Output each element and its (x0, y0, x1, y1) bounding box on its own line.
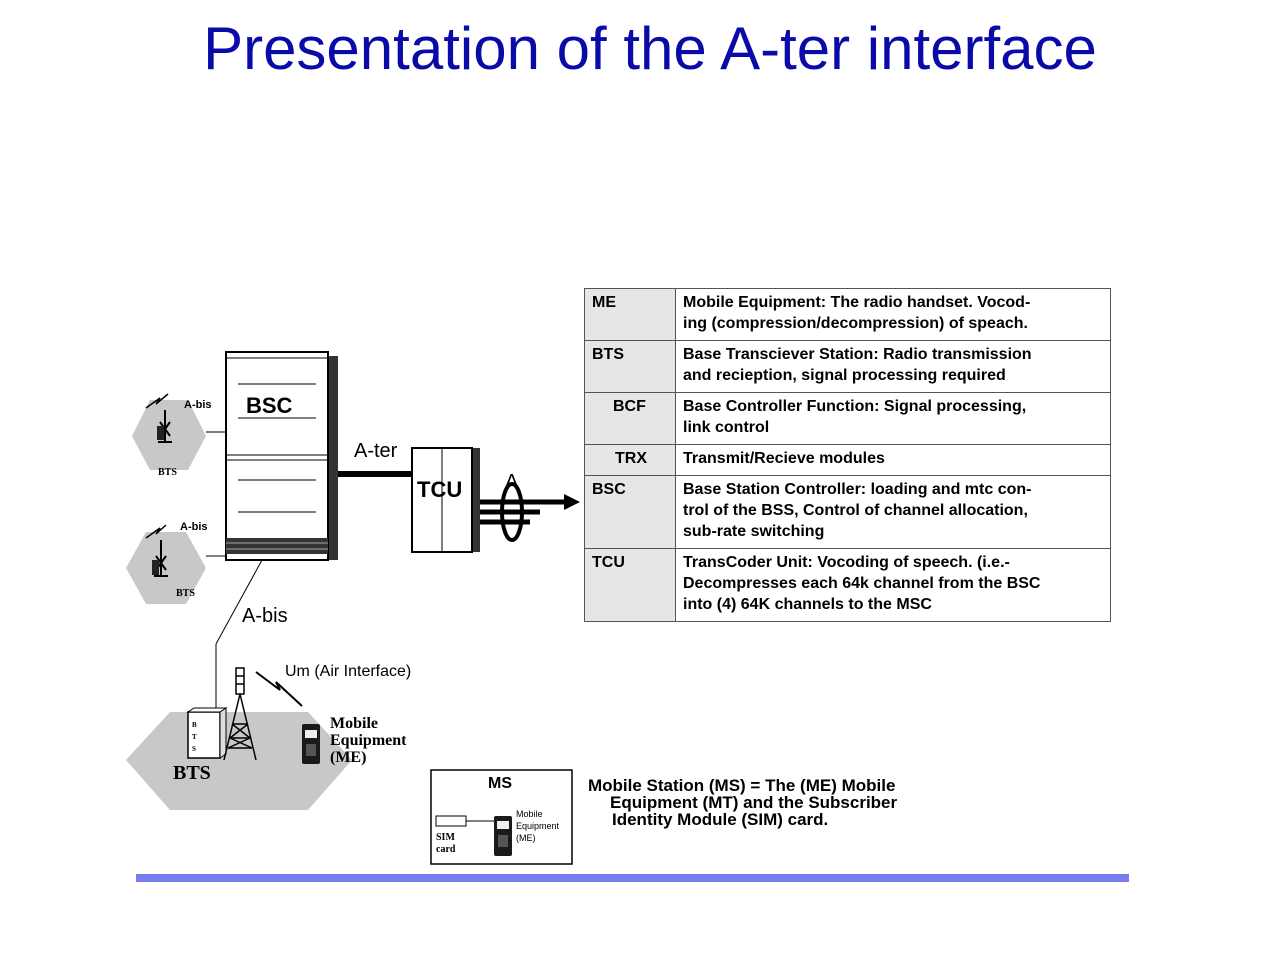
bts-label-small: BTS (158, 467, 177, 478)
bts-hexagon-large (126, 712, 352, 810)
ms-definition-note: Mobile Station (MS) = The (ME) Mobile Eq… (588, 777, 897, 828)
mobile-equipment-label: Mobile (330, 715, 378, 732)
table-row: TCU TransCoder Unit: Vocoding of speech.… (584, 548, 1111, 622)
um-lightning-icon (255, 671, 303, 707)
ms-note-line: Equipment (MT) and the Subscriber (610, 793, 898, 812)
desc-cell: Mobile Equipment: The radio handset. Voc… (675, 288, 1111, 341)
bts-hexagon-2 (126, 532, 206, 604)
mobile-equipment-label: Equipment (330, 732, 407, 749)
bts-label-large: BTS (173, 762, 211, 784)
desc-line: Base Transciever Station: Radio transmis… (683, 346, 1032, 363)
desc-line: Transmit/Recieve modules (683, 450, 885, 467)
bts-label-small: BTS (176, 588, 195, 599)
desc-cell: TransCoder Unit: Vocoding of speech. (i.… (675, 548, 1111, 622)
tcu-label: TCU (417, 477, 462, 502)
desc-cell: Base Controller Function: Signal process… (675, 392, 1111, 445)
bts-box-letter: S (192, 745, 196, 753)
ms-note-line: Identity Module (SIM) card. (612, 810, 829, 829)
bts-cabinet-icon (157, 426, 164, 440)
term-cell: BSC (584, 475, 676, 549)
bts-site-1: A-bis BTS (132, 393, 212, 478)
desc-line: link control (683, 419, 770, 436)
lightning-icon (145, 524, 167, 539)
desc-line: Mobile Equipment: The radio handset. Voc… (683, 294, 1031, 311)
term-cell: TRX (584, 444, 676, 476)
desc-cell: Base Transciever Station: Radio transmis… (675, 340, 1111, 393)
term-cell: BTS (584, 340, 676, 393)
footer-bar (136, 874, 1129, 882)
bts-box-letter: T (192, 733, 197, 741)
a-bis-label-small: A-bis (184, 399, 212, 411)
desc-line: Base Station Controller: loading and mtc… (683, 481, 1032, 498)
bsc-cabinet: BSC (225, 351, 338, 561)
ms-me-label: (ME) (516, 833, 536, 843)
ms-note-line: Mobile Station (MS) = The (ME) Mobile (588, 776, 896, 795)
bts-site-large: B T S BTS (126, 667, 352, 810)
sim-label: SIM (436, 832, 455, 843)
ms-box-title: MS (488, 775, 512, 792)
table-row: BCF Base Controller Function: Signal pro… (584, 392, 1111, 445)
desc-line: sub-rate switching (683, 523, 825, 540)
a-ter-label: A-ter (354, 440, 398, 462)
bts-box-letter: B (192, 721, 197, 729)
sim-card-icon (435, 815, 467, 827)
ms-box: MS SIM card Mobile Equipment (ME) (430, 769, 573, 865)
table-row: TRX Transmit/Recieve modules (584, 444, 1111, 476)
um-label: Um (Air Interface) (285, 663, 411, 680)
table-row: BSC Base Station Controller: loading and… (584, 475, 1111, 549)
abis-link-3 (215, 559, 263, 645)
a-interface-ring (500, 482, 524, 542)
ms-me-label: Mobile (516, 809, 543, 819)
desc-cell: Transmit/Recieve modules (675, 444, 1111, 476)
page-title: Presentation of the A-ter interface (203, 15, 1097, 82)
term-cell: ME (584, 288, 676, 341)
tcu-cabinet: TCU (411, 447, 480, 553)
bts-cabinet-icon (152, 560, 159, 575)
desc-line: and recieption, signal processing requir… (683, 367, 1006, 384)
desc-cell: Base Station Controller: loading and mtc… (675, 475, 1111, 549)
bts-box-icon: B T S (186, 707, 228, 759)
a-bis-label: A-bis (242, 605, 288, 627)
bsc-label: BSC (246, 393, 293, 418)
desc-line: trol of the BSS, Control of channel allo… (683, 502, 1028, 519)
a-bis-label-small: A-bis (180, 521, 208, 533)
desc-line: TransCoder Unit: Vocoding of speech. (i.… (683, 554, 1010, 571)
bts-site-2: A-bis BTS (126, 521, 208, 604)
term-cell: BCF (584, 392, 676, 445)
table-row: BTS Base Transciever Station: Radio tran… (584, 340, 1111, 393)
definitions-table: ME Mobile Equipment: The radio handset. … (584, 288, 1111, 622)
lightning-icon (145, 393, 169, 409)
term-cell: TCU (584, 548, 676, 622)
mobile-phone-icon (494, 816, 512, 856)
desc-line: Decompresses each 64k channel from the B… (683, 575, 1041, 592)
desc-line: ing (compression/decompression) of speac… (683, 315, 1028, 332)
desc-line: Base Controller Function: Signal process… (683, 398, 1027, 415)
antenna-tower-icon (223, 667, 257, 761)
mobile-phone-icon (302, 724, 320, 764)
desc-line: into (4) 64K channels to the MSC (683, 596, 932, 613)
ms-me-label: Equipment (516, 821, 560, 831)
sim-label: card (436, 844, 456, 855)
a-label: A (505, 471, 519, 493)
arrowhead-icon (564, 494, 580, 510)
table-row: ME Mobile Equipment: The radio handset. … (584, 288, 1111, 341)
mobile-equipment-label: (ME) (330, 749, 366, 766)
